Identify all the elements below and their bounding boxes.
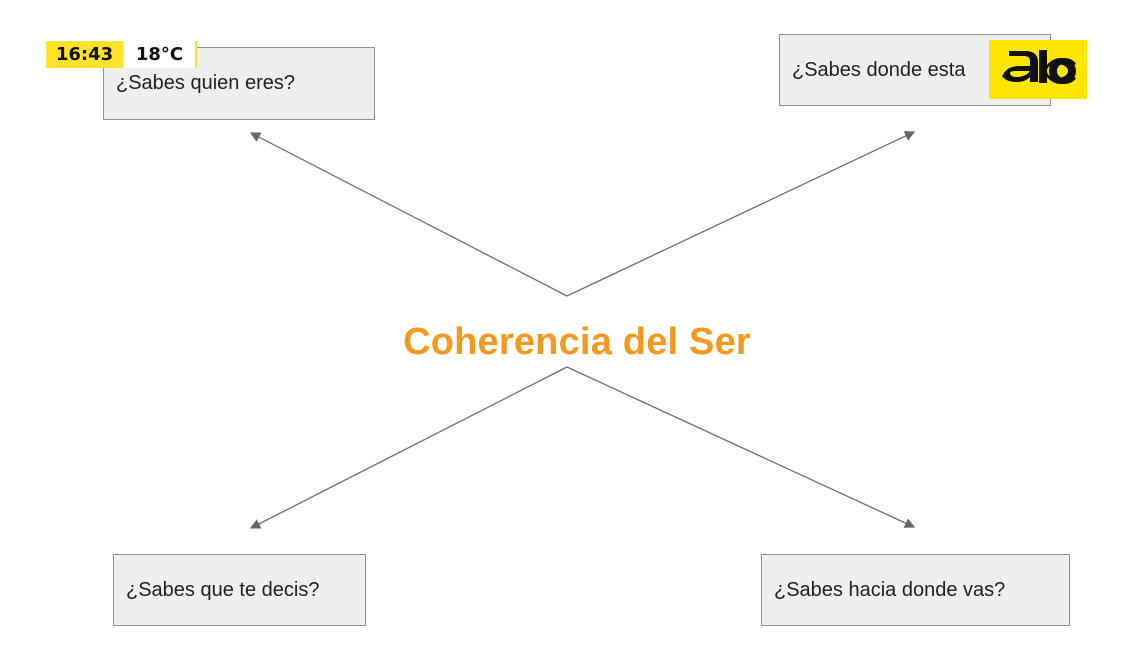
connector-top-left — [249, 132, 568, 297]
node-bottom-left-label: ¿Sabes que te decis? — [126, 578, 320, 601]
diagram-title: Coherencia del Ser — [403, 320, 751, 363]
abc-logo — [989, 40, 1087, 99]
time-badge: 16:43 — [46, 41, 123, 68]
node-bottom-left: ¿Sabes que te decis? — [113, 554, 366, 626]
abc-logo-icon — [989, 40, 1087, 99]
connector-top-right — [566, 131, 916, 297]
node-bottom-right-label: ¿Sabes hacia donde vas? — [774, 578, 1006, 601]
node-top-right-label: ¿Sabes donde esta — [792, 58, 966, 81]
temperature-badge: 18°C — [123, 41, 197, 68]
connector-bottom-right — [566, 366, 916, 528]
node-top-left-label: ¿Sabes quien eres? — [116, 72, 296, 94]
connector-bottom-left — [249, 366, 568, 529]
node-bottom-right: ¿Sabes hacia donde vas? — [761, 554, 1070, 626]
